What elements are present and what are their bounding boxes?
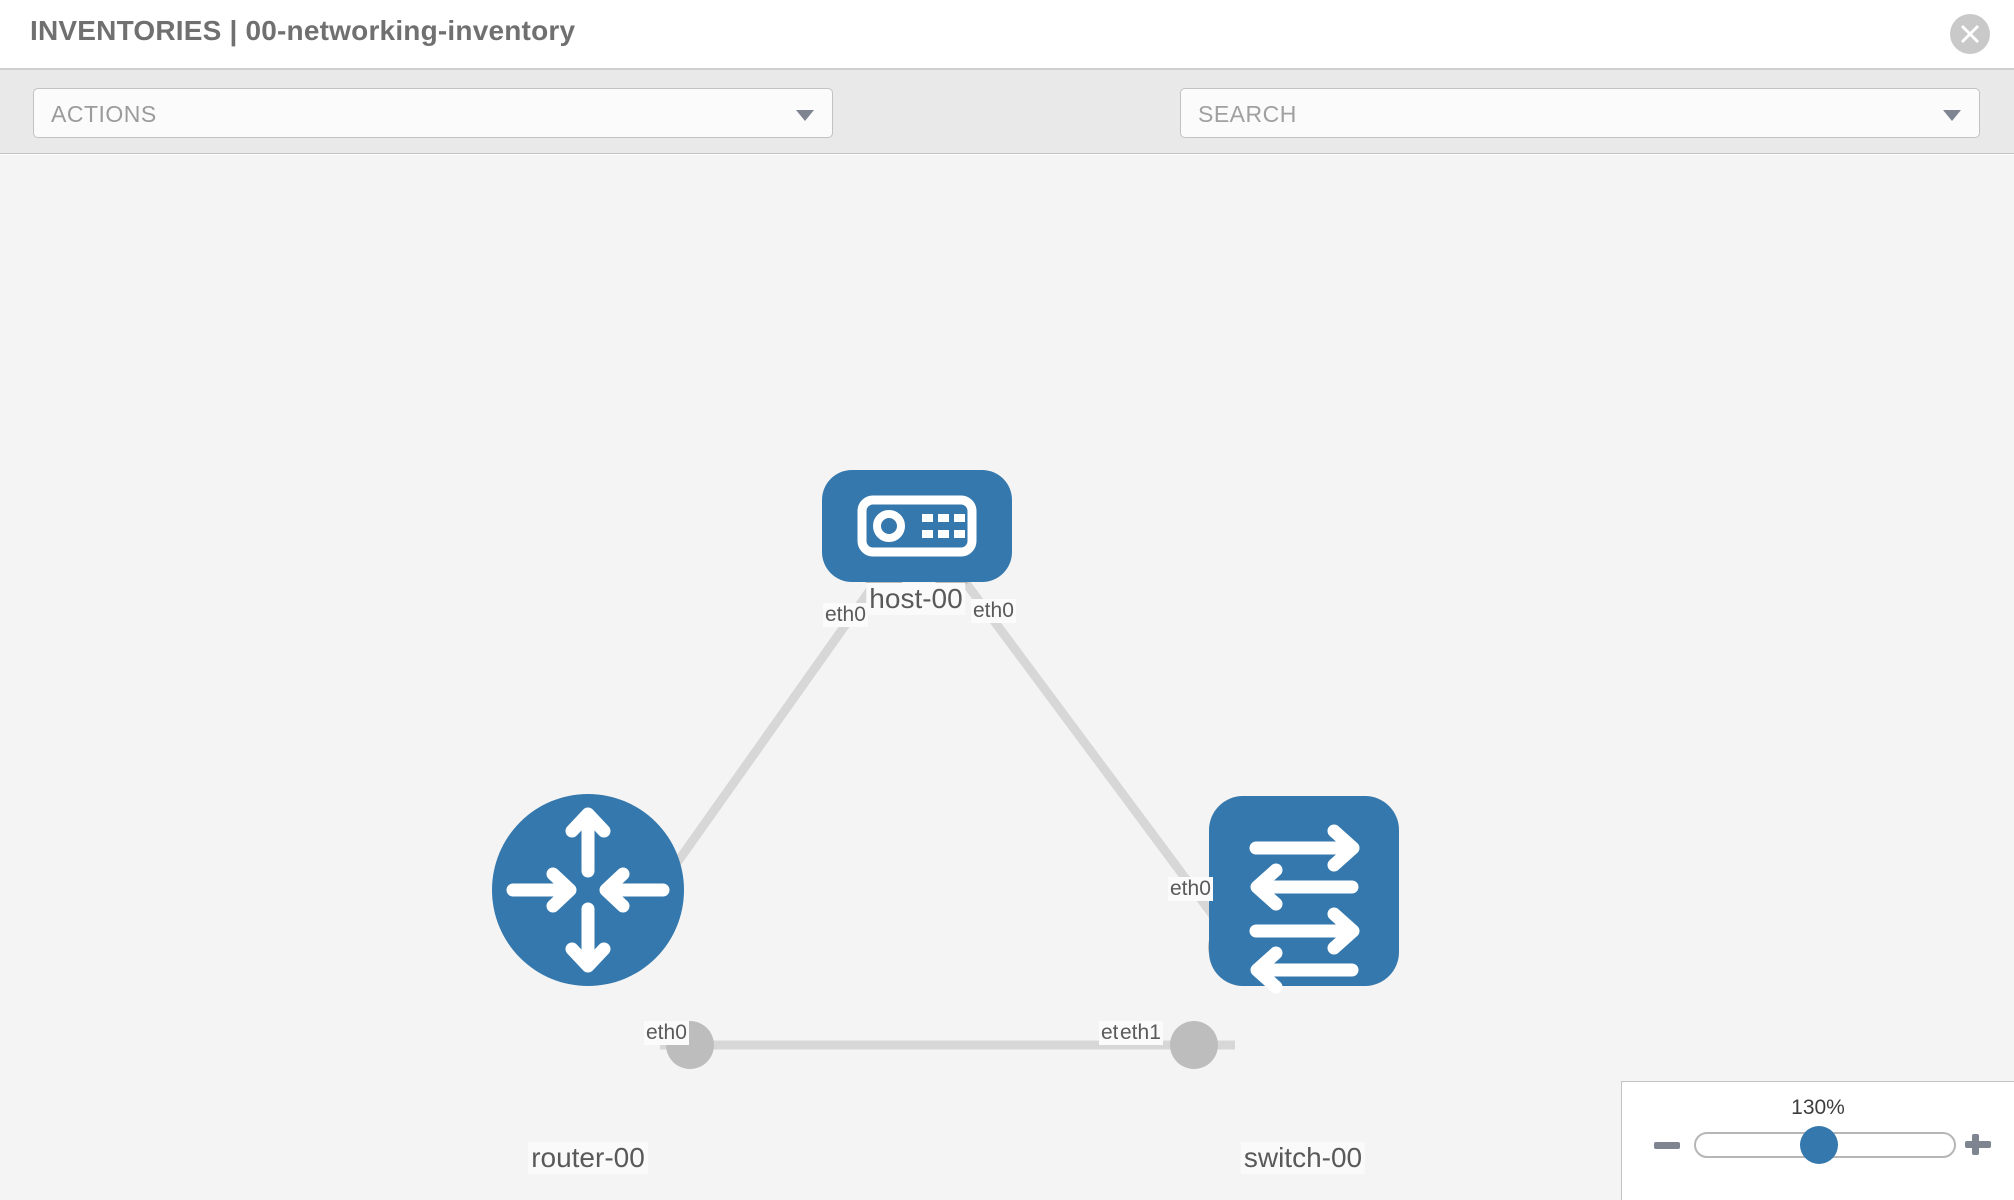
topology-canvas[interactable]: host-00 router-00 switch-00 eth0 eth0 et… (0, 155, 2014, 1200)
node-label-switch-00: switch-00 (1240, 1142, 1366, 1174)
router-arrows-icon (506, 807, 670, 973)
close-icon[interactable] (1950, 14, 1990, 54)
actions-dropdown[interactable]: ACTIONS (33, 88, 833, 138)
node-host-00 (822, 470, 1012, 582)
page-title: INVENTORIES | 00-networking-inventory (30, 15, 576, 46)
zoom-slider-thumb[interactable] (1800, 1126, 1838, 1164)
node-switch-00 (1209, 796, 1399, 994)
server-icon (857, 495, 977, 557)
node-label-router-00: router-00 (528, 1142, 648, 1174)
port-switch00-left (1170, 1021, 1218, 1069)
interface-label: eth1 (1118, 1021, 1163, 1045)
chevron-down-icon (1943, 110, 1961, 121)
topology-graph (492, 470, 1399, 1069)
actions-dropdown-label: ACTIONS (51, 101, 157, 127)
toolbar: ACTIONS SEARCH (0, 70, 2014, 205)
interface-label: eth0 (1168, 877, 1213, 901)
zoom-level-value: 130% (1791, 1096, 1845, 1119)
topology-edges (636, 552, 1239, 1050)
zoom-control-panel: 130% (1621, 1081, 2014, 1200)
node-label-host-00: host-00 (866, 583, 966, 615)
plus-icon[interactable] (1962, 1128, 1994, 1160)
node-router-00 (492, 794, 684, 986)
topology-ports (666, 541, 1256, 1069)
chevron-down-icon (796, 110, 814, 121)
minus-icon[interactable] (1654, 1142, 1680, 1149)
interface-label: eth0 (971, 599, 1016, 623)
interface-label: eth0 (823, 603, 868, 627)
page-header: INVENTORIES | 00-networking-inventory (0, 0, 2014, 70)
switch-arrows-icon (1249, 824, 1360, 994)
interface-label: eth0 (644, 1021, 689, 1045)
search-input[interactable]: SEARCH (1180, 88, 1980, 138)
search-placeholder: SEARCH (1198, 101, 1297, 127)
